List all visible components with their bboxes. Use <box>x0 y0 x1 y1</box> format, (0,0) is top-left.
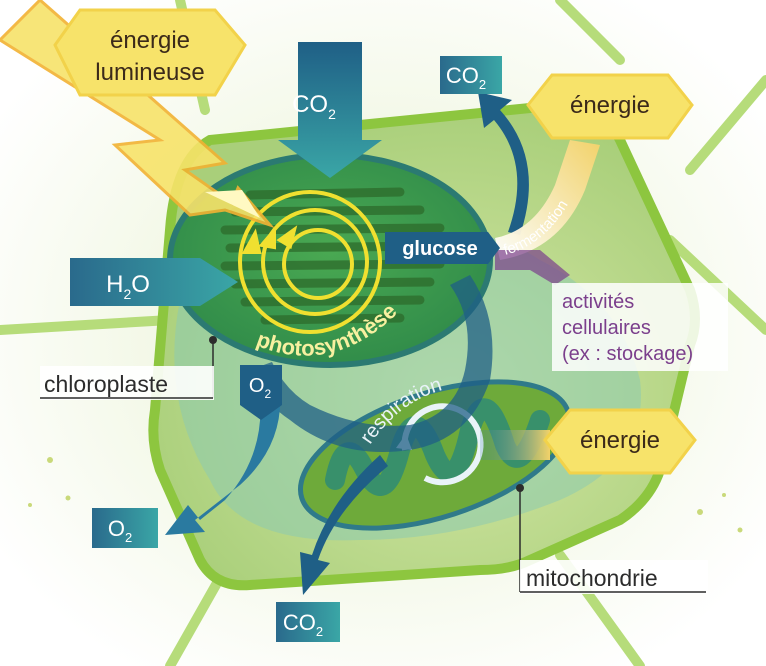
cell-activities-line3: (ex : stockage) <box>562 343 693 365</box>
glucose-box: glucose <box>385 232 500 264</box>
glucose-label: glucose <box>402 238 478 260</box>
energy-respiration-badge: énergie <box>543 408 697 475</box>
cell-activities-line2: cellulaires <box>562 317 651 339</box>
chloroplast-callout: chloroplaste <box>40 336 217 400</box>
decorative-dots <box>28 457 743 533</box>
thylakoid-stacks <box>220 187 450 325</box>
light-energy-label-line2: lumineuse <box>95 59 204 86</box>
co2-respiration-box: CO2 <box>276 602 340 642</box>
cell-activities-line1: activités <box>562 291 634 313</box>
mitochondrion-callout: mitochondrie <box>516 484 708 594</box>
co2-respiration-arrow <box>300 455 388 595</box>
fermentation-arrow <box>495 140 600 260</box>
energy-fermentation-badge: énergie <box>526 73 694 140</box>
energy-fermentation-label: énergie <box>570 92 650 119</box>
o2-output-label: O2 <box>108 516 132 545</box>
light-energy-badge: énergie lumineuse <box>53 8 247 97</box>
glucose-to-respiration-arrow <box>250 275 493 452</box>
chloroplast-label: chloroplaste <box>44 371 168 397</box>
co2-fermentation-arrow <box>478 92 529 235</box>
co2-respiration-label: CO2 <box>283 610 323 639</box>
o2-inner-label: O2 <box>249 375 272 401</box>
h2o-input-label: H2O <box>106 271 150 302</box>
h2o-input-arrow: H2O <box>70 258 238 306</box>
light-energy-label-line1: énergie <box>110 27 190 54</box>
co2-fermentation-label: CO2 <box>446 63 486 92</box>
o2-inner-marker: O2 <box>240 365 282 420</box>
respiration-energy-arrow <box>480 430 550 460</box>
co2-fermentation-box: CO2 <box>440 56 502 94</box>
mitochondrion-label: mitochondrie <box>526 565 658 591</box>
energy-respiration-label: énergie <box>580 427 660 454</box>
cell-activities-box: activités cellulaires (ex : stockage) <box>552 283 728 371</box>
co2-input-arrow: CO2 <box>278 42 382 178</box>
co2-input-label: CO2 <box>292 91 336 122</box>
photosynthesis-spiral <box>238 190 382 334</box>
light-energy-bolt-tip <box>205 190 260 218</box>
cell-activities-arrow <box>495 250 570 285</box>
o2-output-box: O2 <box>92 508 158 548</box>
